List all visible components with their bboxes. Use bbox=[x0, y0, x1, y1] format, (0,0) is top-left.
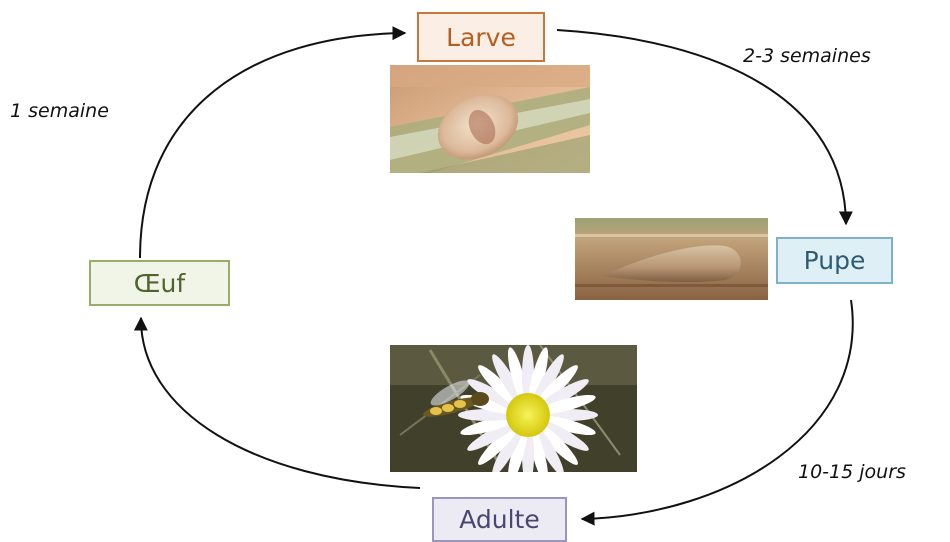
stage-oeuf: Œuf bbox=[89, 260, 230, 306]
stage-adulte-label: Adulte bbox=[459, 505, 540, 534]
duration-larve-to-pupe: 2-3 semaines bbox=[743, 45, 871, 67]
arrow-adulte-to-oeuf bbox=[141, 318, 420, 488]
stage-pupe: Pupe bbox=[776, 237, 893, 284]
duration-oeuf-to-larve: 1 semaine bbox=[10, 100, 109, 122]
larva-photo bbox=[390, 65, 590, 173]
pupa-photo bbox=[575, 218, 768, 300]
stage-larve: Larve bbox=[417, 12, 545, 62]
duration-pupe-to-adulte: 10-15 jours bbox=[798, 461, 906, 483]
stage-oeuf-label: Œuf bbox=[134, 269, 185, 298]
stage-larve-label: Larve bbox=[446, 23, 516, 52]
adult-hoverfly-on-daisy-photo bbox=[390, 345, 637, 472]
stage-pupe-label: Pupe bbox=[804, 246, 866, 275]
stage-adulte: Adulte bbox=[432, 497, 567, 542]
arrow-oeuf-to-larve bbox=[140, 33, 405, 258]
